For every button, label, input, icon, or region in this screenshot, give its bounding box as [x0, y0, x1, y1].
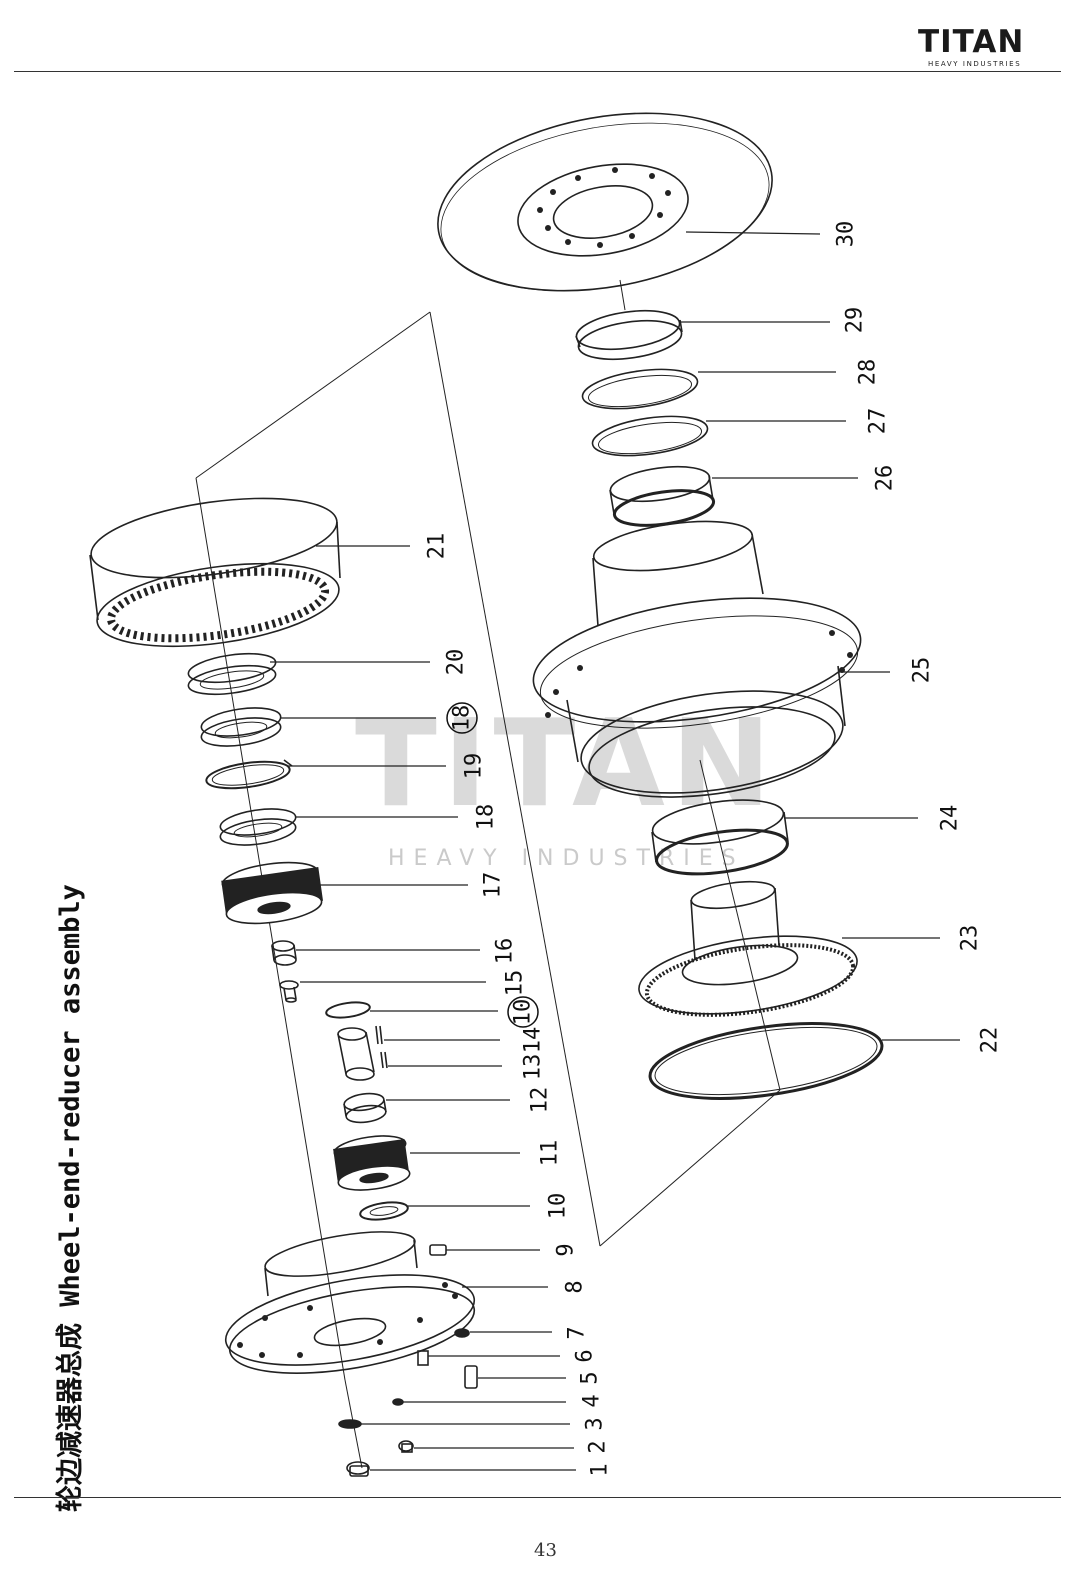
- part-7-ring: [454, 1328, 470, 1338]
- part-24-bearing: [651, 799, 789, 876]
- callout-label-29: 29: [843, 307, 868, 334]
- callout-label-22: 22: [978, 1027, 1003, 1054]
- part-11-sun-gear: [333, 1135, 411, 1191]
- part-28-ring: [581, 368, 699, 410]
- callout-label-4: 4: [580, 1394, 605, 1407]
- callout-label-19: 19: [462, 753, 487, 780]
- callout-label-16: 16: [493, 938, 518, 965]
- callout-label-8: 8: [563, 1280, 588, 1293]
- part-21-ring-gear: [89, 497, 341, 648]
- callout-label-circled-18: 18: [450, 705, 475, 732]
- callout-label-30: 30: [834, 221, 859, 248]
- callout-label-15: 15: [503, 970, 528, 997]
- callout-circle-10: [507, 996, 539, 1028]
- callout-circle-18: [446, 702, 478, 734]
- part-17-planet-gear: [221, 861, 324, 925]
- part-18-circled-washer: [200, 707, 282, 747]
- part-27-ring: [591, 415, 709, 457]
- part-10-circled-ring: [325, 1001, 371, 1019]
- part-4-ring: [392, 1398, 404, 1406]
- part-5-bolt: [464, 1365, 478, 1389]
- callout-label-9: 9: [554, 1243, 579, 1256]
- part-20-bearing: [187, 652, 277, 696]
- part-30-brake-disc: [437, 112, 773, 292]
- callout-label-28: 28: [856, 359, 881, 386]
- callout-labels: 1234567891011121314101516171819182021222…: [425, 221, 1003, 1477]
- callout-label-24: 24: [938, 805, 963, 832]
- callout-label-7: 7: [565, 1326, 590, 1339]
- callout-label-13: 13: [521, 1054, 546, 1081]
- callout-label-26: 26: [873, 465, 898, 492]
- callout-label-20: 20: [444, 649, 469, 676]
- callout-label-6: 6: [573, 1349, 598, 1362]
- callout-label-2: 2: [586, 1440, 611, 1453]
- drawing-title: 轮边减速器总成 Wheel-end-reducer assembly: [55, 884, 86, 1512]
- part-18-washer: [219, 808, 297, 846]
- callout-label-circled-10: 10: [511, 999, 536, 1026]
- part-23-spindle: [638, 880, 858, 1017]
- callout-label-14: 14: [521, 1027, 546, 1054]
- callout-label-25: 25: [910, 657, 935, 684]
- logo-subtitle: HEAVY INDUSTRIES: [928, 60, 1022, 68]
- callout-label-18: 18: [474, 804, 499, 831]
- part-1-screw: [346, 1461, 370, 1477]
- callout-label-17: 17: [481, 872, 506, 899]
- part-9-bolt: [429, 1244, 447, 1256]
- part-25-wheel-hub: [532, 520, 862, 798]
- header-rule: [14, 71, 1061, 72]
- callout-label-11: 11: [538, 1140, 563, 1167]
- watermark-subtitle: HEAVY INDUSTRIES: [388, 846, 745, 871]
- part-12-spacer: [337, 1027, 387, 1124]
- callout-label-3: 3: [583, 1417, 608, 1430]
- callout-label-21: 21: [425, 533, 450, 560]
- part-16-bushing: [271, 940, 297, 966]
- callout-leader-lines: [270, 231, 960, 1471]
- part-14-pin: [375, 1025, 383, 1045]
- part-26-bearing: [609, 465, 716, 527]
- part-22-o-ring: [648, 1022, 884, 1100]
- titan-logo: TITAN HEAVY INDUSTRIES: [918, 18, 1038, 70]
- logo-wordmark: TITAN: [918, 24, 1025, 60]
- callout-label-23: 23: [958, 925, 983, 952]
- footer-rule: [14, 1497, 1061, 1498]
- part-8-planet-carrier: [224, 1231, 476, 1374]
- assembly-axis-lines: [195, 279, 781, 1469]
- part-29-bearing-cup: [575, 309, 683, 361]
- part-19-snap-ring: [205, 759, 293, 790]
- callout-label-5: 5: [578, 1371, 603, 1384]
- part-15-pin: [279, 980, 299, 1003]
- callout-label-1: 1: [588, 1463, 613, 1476]
- callout-label-27: 27: [866, 408, 891, 435]
- part-2-plug: [398, 1440, 414, 1453]
- part-3-o-ring: [338, 1419, 362, 1429]
- callout-label-12: 12: [528, 1087, 553, 1114]
- part-6-pin: [417, 1350, 429, 1366]
- part-10-thrust-washer: [359, 1201, 409, 1221]
- callout-label-10: 10: [546, 1193, 571, 1220]
- page-number: 43: [534, 1540, 557, 1561]
- part-13-pin: [380, 1051, 388, 1069]
